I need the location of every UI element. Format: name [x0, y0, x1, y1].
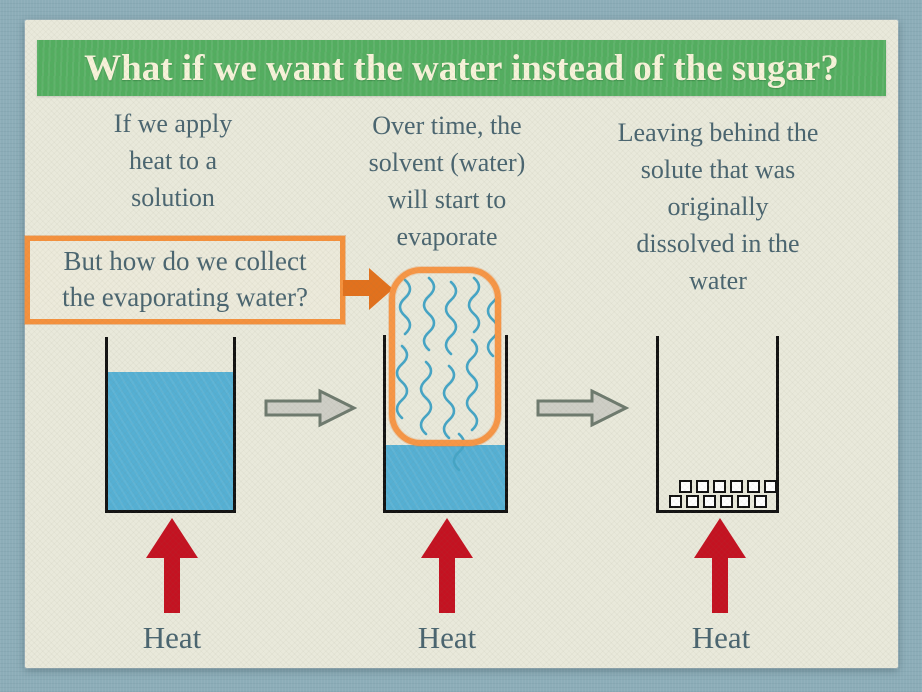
vapor-squiggles-icon [395, 276, 500, 472]
beaker-evaporating [383, 335, 508, 513]
sugar-crystal [669, 495, 682, 508]
vapor-capture-outline [389, 267, 501, 446]
slide: What if we want the water instead of the… [25, 20, 898, 668]
caption-stage-2: Over time, the solvent (water) will star… [368, 111, 526, 251]
beaker-solute [656, 336, 779, 513]
sugar-crystal [747, 480, 760, 493]
caption-stage-1: If we apply heat to a solution [113, 109, 233, 212]
sugar-crystals [669, 480, 777, 508]
heat-arrow-icon [421, 518, 473, 613]
heat-arrow-icon [694, 518, 746, 613]
sugar-crystal [686, 495, 699, 508]
water-fill [386, 445, 505, 510]
heat-label: Heat [691, 620, 751, 655]
sugar-crystal [730, 480, 743, 493]
water-fill [108, 372, 233, 510]
callout-box: But how do we collect the evaporating wa… [25, 236, 345, 324]
sugar-crystal [737, 495, 750, 508]
sugar-crystal [754, 495, 767, 508]
beaker-solution [105, 337, 236, 513]
caption-stage-3: Leaving behind the solute that was origi… [617, 118, 819, 295]
title-banner: What if we want the water instead of the… [37, 40, 886, 96]
callout-text: But how do we collect the evaporating wa… [62, 246, 308, 312]
callout-pointer-arrow-icon [343, 268, 393, 310]
sugar-row [669, 495, 777, 508]
next-step-arrow-icon [536, 388, 630, 428]
sugar-row [679, 480, 777, 493]
next-step-arrow-icon [264, 388, 358, 428]
sugar-crystal [679, 480, 692, 493]
heat-label: Heat [417, 620, 477, 655]
heat-arrow-icon [146, 518, 198, 613]
sugar-crystal [720, 495, 733, 508]
sugar-crystal [696, 480, 709, 493]
sugar-crystal [713, 480, 726, 493]
slide-title: What if we want the water instead of the… [84, 47, 839, 89]
heat-label: Heat [142, 620, 202, 655]
sugar-crystal [703, 495, 716, 508]
sugar-crystal [764, 480, 777, 493]
